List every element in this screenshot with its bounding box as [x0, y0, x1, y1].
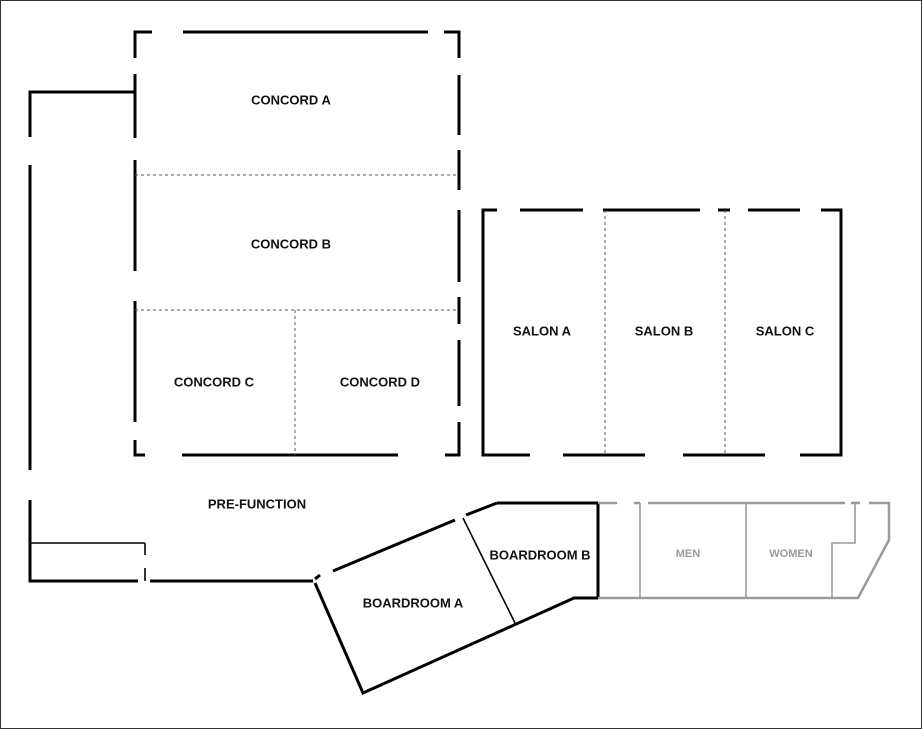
room-label-women: WOMEN	[769, 548, 812, 560]
room-label-concord-d: CONCORD D	[340, 374, 420, 389]
salon-walls	[481, 208, 843, 457]
room-label-boardroom-b: BOARDROOM B	[489, 547, 590, 562]
room-label-salon-b: SALON B	[635, 323, 694, 338]
room-label-concord-b: CONCORD B	[251, 236, 331, 251]
room-label-salon-c: SALON C	[756, 323, 815, 338]
room-label-concord-a: CONCORD A	[251, 92, 331, 107]
restroom-walls	[598, 501, 891, 600]
room-label-pre-function: PRE-FUNCTION	[208, 496, 306, 511]
boardroom-walls	[313, 501, 600, 695]
room-label-salon-a: SALON A	[513, 323, 572, 338]
concord-dividers	[135, 174, 459, 455]
room-label-boardroom-a: BOARDROOM A	[363, 595, 464, 610]
room-label-concord-c: CONCORD C	[174, 374, 255, 389]
salon-dividers	[604, 210, 726, 455]
pre-function-walls	[28, 90, 313, 583]
concord-walls	[133, 30, 461, 457]
room-label-men: MEN	[676, 548, 701, 560]
